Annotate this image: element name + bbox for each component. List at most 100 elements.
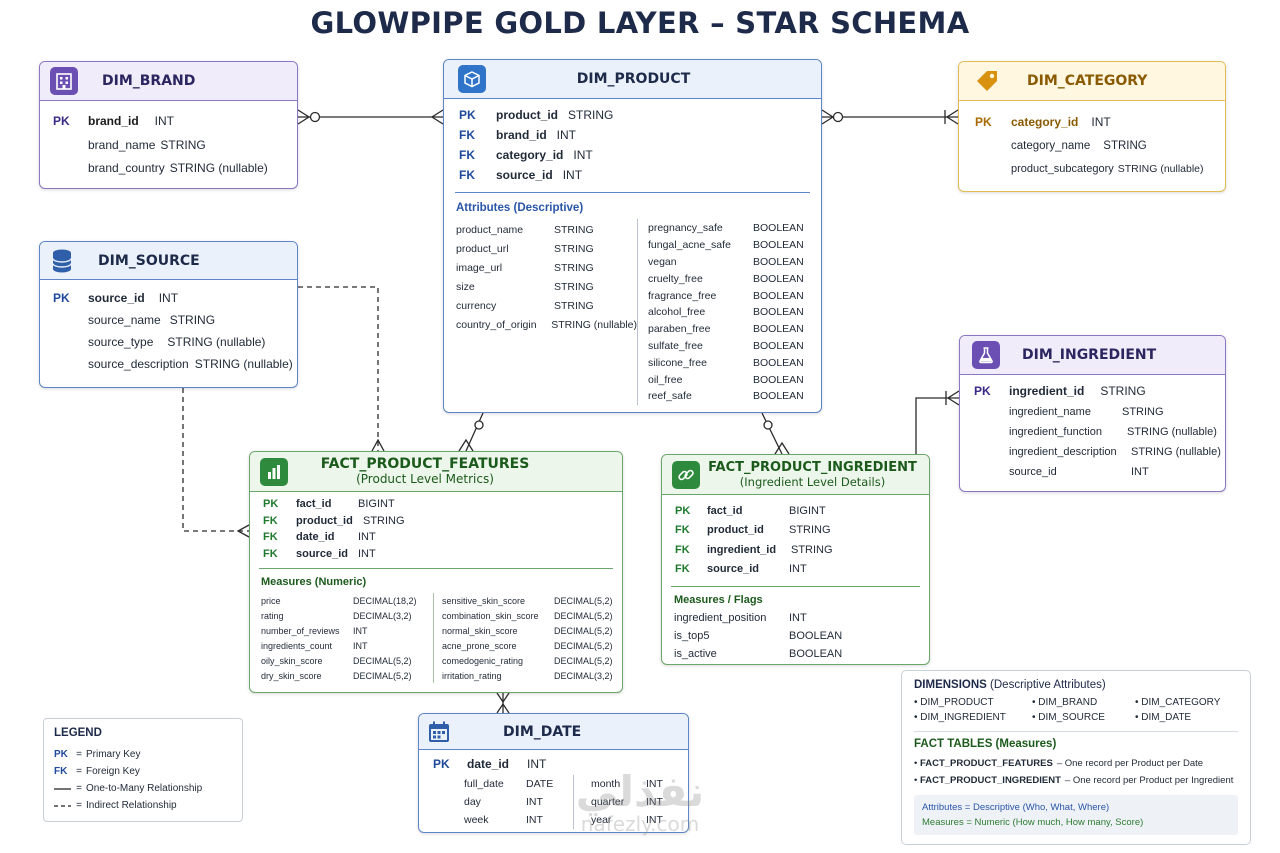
pk-label: PK [263,498,279,511]
field-name: date_id [467,757,510,771]
field-type: INT [573,148,593,162]
field-name: product_subcategory [1011,163,1114,175]
fk-label: FK [675,563,690,576]
field-type: BIGINT [789,504,826,517]
field-name: fact_id [296,498,332,511]
dim-date-header: DIM_DATE [419,714,688,750]
attribute-type: BOOLEAN [753,306,804,319]
attribute-name: fungal_acne_safe [648,239,731,252]
note-attributes: Attributes = Descriptive (Who, What, Whe… [922,802,1110,813]
divider [455,192,810,193]
database-icon [48,247,76,275]
field-row: category_name STRING [975,134,1225,158]
field-name: source_id [1009,466,1057,478]
fact-item-desc: – One record per Product per Ingredient [1064,775,1234,786]
field-type: INT [154,114,175,128]
dim-ingredient-header: DIM_INGREDIENT [960,336,1225,375]
field-name: ingredient_name [1009,406,1091,418]
fact-product-features-table[interactable]: FACT_PRODUCT_FEATURES (Product Level Met… [249,451,623,693]
attribute-type: DECIMAL(3,2) [353,610,412,621]
field-row: PK fact_id BIGINT [263,496,622,513]
attribute-name: acne_prone_score [442,640,517,651]
attribute-type: STRING [554,223,594,236]
legend-item: = Indirect Relationship [54,797,232,814]
dim-category-table[interactable]: DIM_CATEGORY PK category_id INT category… [958,61,1226,192]
attribute-name: silicone_free [648,356,707,369]
attribute-name: irritation_rating [442,670,502,681]
attribute-name: rating [261,610,284,621]
dim-ingredient-table[interactable]: DIM_INGREDIENT PK ingredient_id STRING i… [959,335,1226,492]
rel-product-ingredient-fact [761,412,790,455]
attribute-name: product_url [456,242,509,255]
fact-ingredient-header: FACT_PRODUCT_INGREDIENT (Ingredient Leve… [662,455,929,495]
attribute-name: pregnancy_safe [648,222,723,235]
field-row: PK fact_id BIGINT [675,501,929,521]
attribute-name: number_of_reviews [261,625,340,636]
link-icon [672,460,700,489]
attribute-type: STRING [554,242,594,255]
attribute-name: quarter [591,796,625,808]
field-name: is_active [674,648,717,660]
fact-features-header: FACT_PRODUCT_FEATURES (Product Level Met… [250,452,622,492]
attribute-name: dry_skin_score [261,670,322,681]
field-type: STRING [363,514,405,527]
fk-label: FK [675,524,690,537]
attribute-name: country_of_origin [456,318,537,331]
attribute-type: INT [353,625,368,636]
attribute-name: paraben_free [648,323,711,336]
field-row: FK date_id INT [263,529,622,546]
legend-item: FK = Foreign Key [54,763,232,780]
attribute-type: INT [353,640,368,651]
dimensions-subtitle: (Descriptive Attributes) [990,679,1106,691]
attribute-type: BOOLEAN [753,390,804,403]
field-row: PK brand_id INT [53,109,297,133]
fact-item: • FACT_PRODUCT_INGREDIENT – One record p… [914,775,1234,786]
note-measures: Measures = Numeric (How much, How many, … [922,817,1144,828]
field-type: STRING [789,524,831,537]
attribute-type: STRING [554,299,594,312]
field-type: INT [358,547,376,560]
field-name: brand_id [88,114,139,128]
field-name: product_id [296,514,353,527]
dim-category-header: DIM_CATEGORY [959,62,1225,101]
field-name: is_top5 [674,630,710,642]
attribute-type: DECIMAL(5,2) [554,640,613,651]
field-type: STRING (nullable) [1127,426,1217,438]
dim-brand-table[interactable]: DIM_BRAND PK brand_id INT brand_name STR… [39,61,298,189]
fact-product-ingredient-table[interactable]: FACT_PRODUCT_INGREDIENT (Ingredient Leve… [661,454,930,665]
dimension-item: DIM_INGREDIENT [914,712,1032,723]
rel-product-features [458,412,484,452]
attribute-name: full_date [464,778,504,790]
bar-chart-icon [260,457,288,486]
pk-label: PK [975,114,992,129]
rel-source-features-top [298,286,379,451]
dim-source-table[interactable]: DIM_SOURCE PK source_id INT source_name … [39,241,298,388]
divider [259,568,613,569]
attributes-heading: Attributes (Descriptive) [456,202,584,214]
dimension-item: DIM_CATEGORY [1135,697,1245,708]
page-title: GLOWPIPE GOLD LAYER – STAR SCHEMA [310,6,970,40]
rel-product-category [821,109,959,125]
legend-eq: = [76,783,82,794]
attribute-name: week [464,814,489,826]
dimensions-list: DIM_PRODUCT DIM_BRAND DIM_CATEGORY DIM_I… [914,697,1238,723]
attribute-type: DECIMAL(5,2) [554,655,613,666]
dim-product-table[interactable]: DIM_PRODUCT PK product_id STRING FK bran… [443,59,822,413]
attribute-row: product_url STRING [456,239,637,258]
attribute-name: price [261,595,281,606]
attribute-name: size [456,280,475,293]
legend: LEGEND PK = Primary Key FK = Foreign Key… [43,718,243,822]
field-name: ingredient_description [1009,446,1117,458]
field-type: STRING (nullable) [1131,446,1221,458]
field-type: STRING (nullable) [167,335,266,349]
